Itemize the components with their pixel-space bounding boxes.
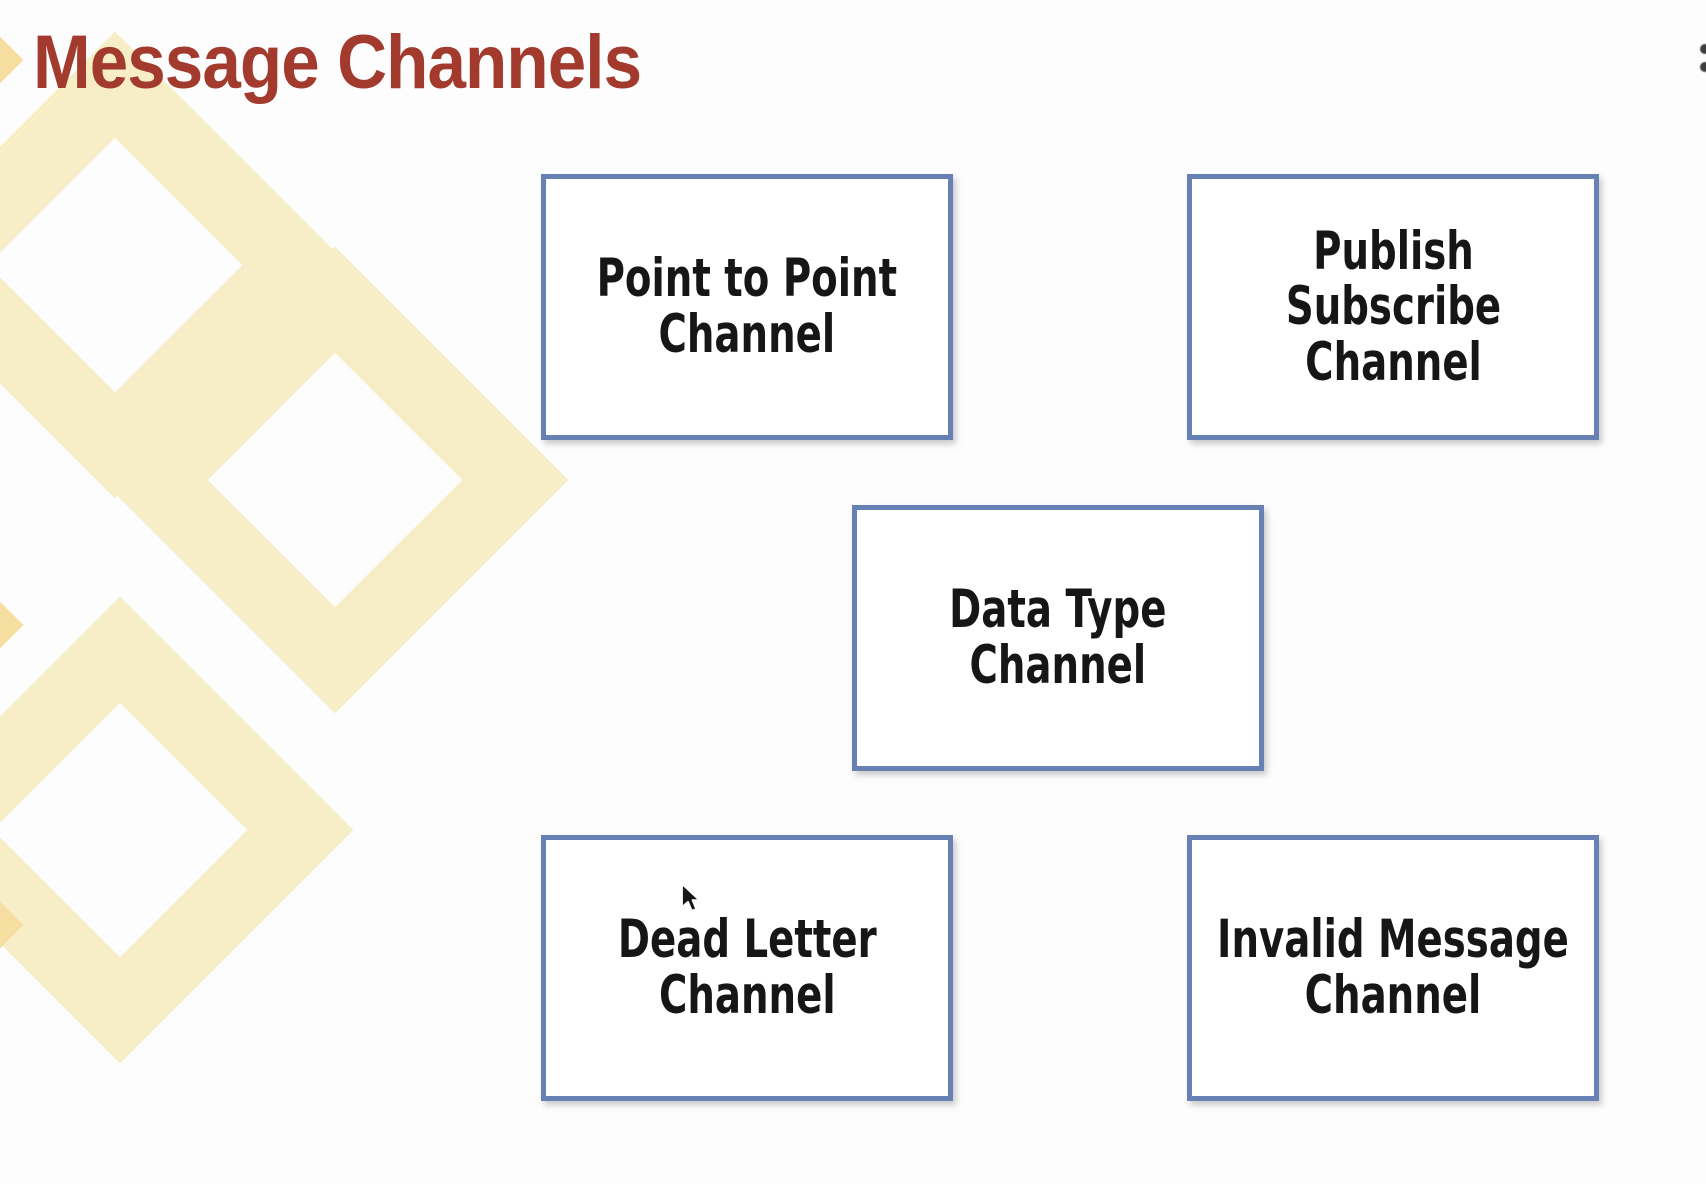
box-publish-subscribe-channel: Publish Subscribe Channel xyxy=(1187,174,1599,440)
box-invalid-message-channel: Invalid Message Channel xyxy=(1187,835,1599,1101)
box-label: Invalid Message Channel xyxy=(1217,909,1569,1026)
dot-icon xyxy=(1700,62,1706,72)
box-label: Publish Subscribe Channel xyxy=(1285,220,1501,393)
dot-icon xyxy=(1700,44,1706,54)
box-label: Dead Letter Channel xyxy=(617,909,877,1026)
box-label: Data Type Channel xyxy=(949,579,1167,696)
slide-title: Message Channels xyxy=(33,20,642,105)
mouse-cursor xyxy=(681,883,701,912)
box-label: Point to Point Channel xyxy=(596,248,898,365)
box-point-to-point-channel: Point to Point Channel xyxy=(541,174,953,440)
box-dead-letter-channel: Dead Letter Channel xyxy=(541,835,953,1101)
box-data-type-channel: Data Type Channel xyxy=(852,505,1264,771)
clipped-edge-dots xyxy=(1700,44,1706,72)
